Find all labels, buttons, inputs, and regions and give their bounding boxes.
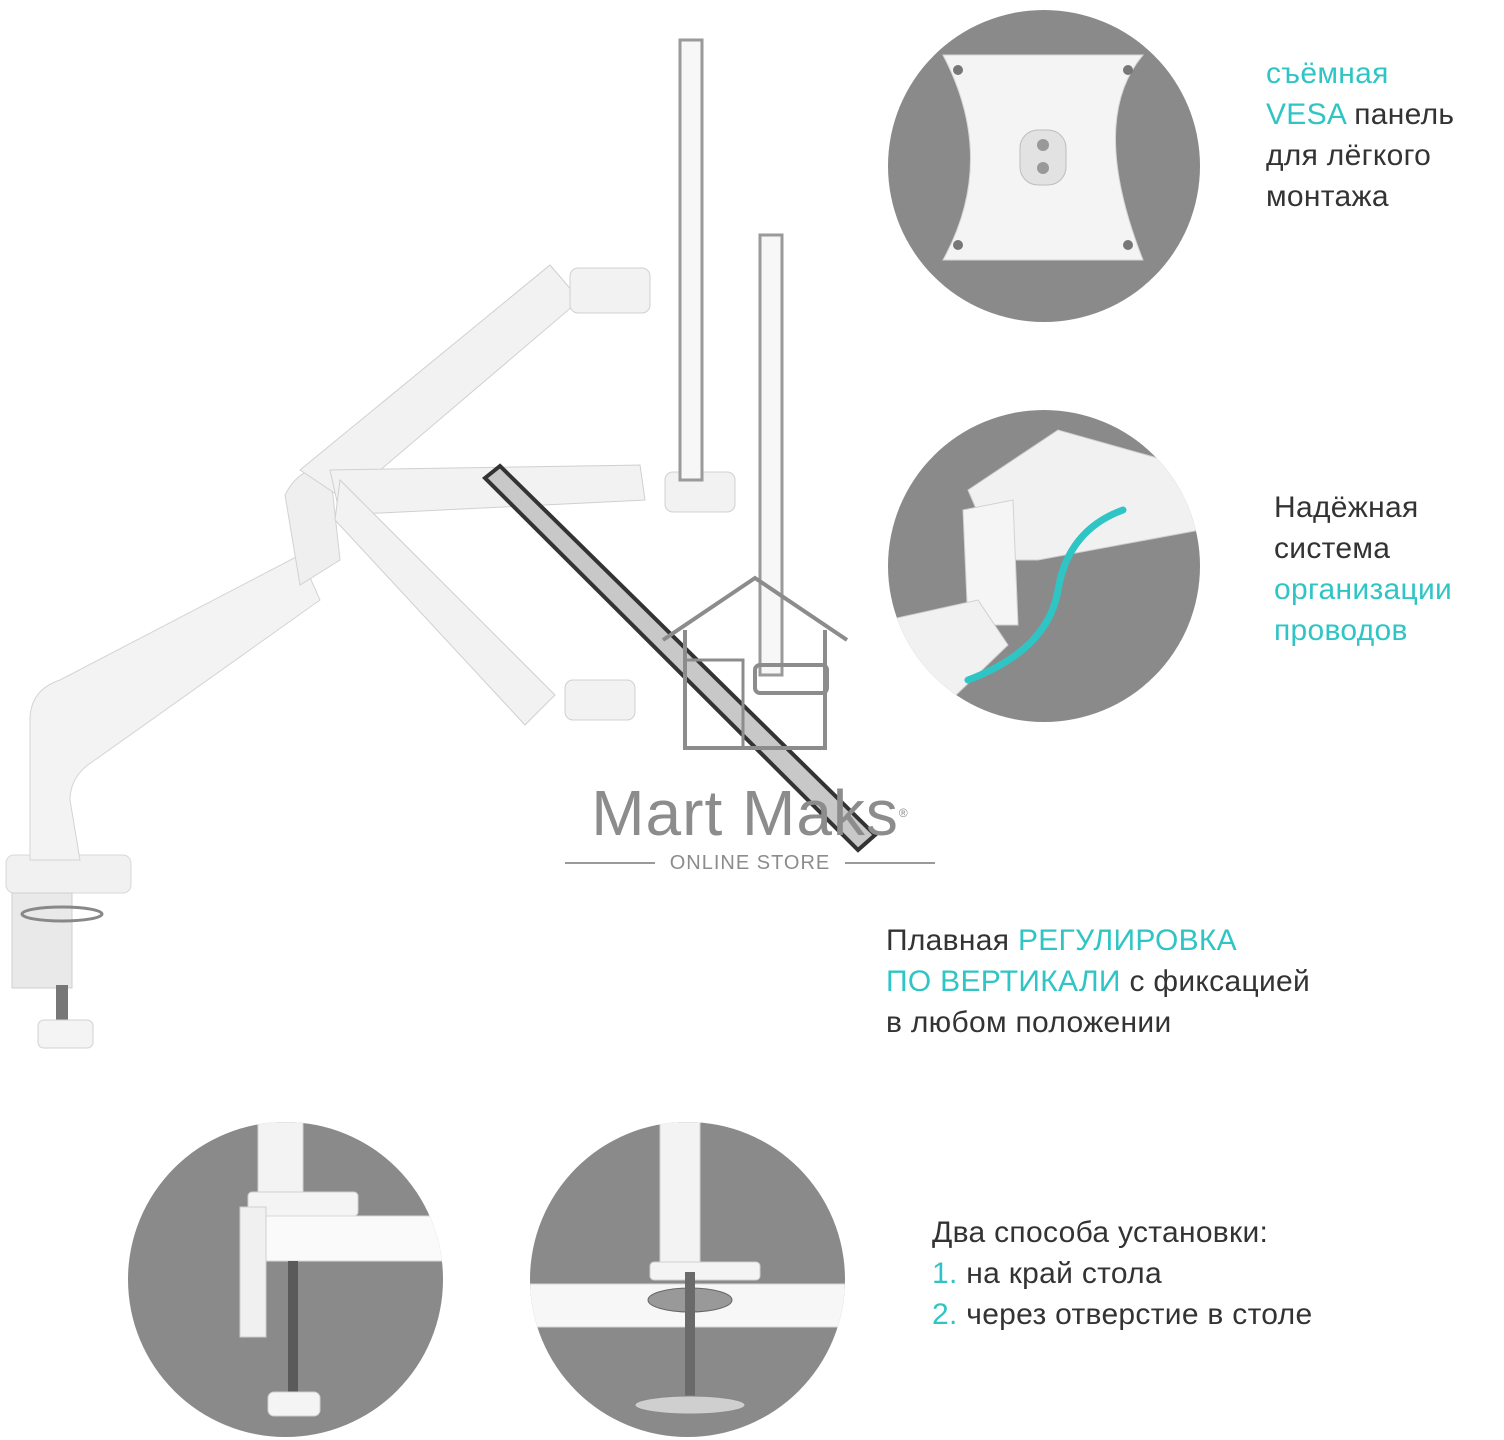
cable-arm-icon (888, 429, 1200, 722)
install-item-1: 1. на край стола (932, 1253, 1312, 1294)
vesa-caption: съёмная VESA панель для лёгкого монтажа (1266, 53, 1454, 217)
vesa-line3: для лёгкого (1266, 139, 1432, 172)
vesa-plate-icon (942, 54, 1145, 261)
monitor-arm-illustration (5, 38, 878, 1049)
install-caption: Два способа установки: 1. на край стола … (932, 1212, 1312, 1335)
cable-line3: организации (1274, 573, 1453, 606)
brand-line-left (565, 862, 655, 864)
vesa-line1: съёмная (1266, 57, 1389, 90)
grommet-install-icon (530, 1122, 845, 1415)
cable-management-image (888, 410, 1200, 722)
monitors (482, 38, 878, 853)
adjust-part1: Плавная (886, 924, 1010, 957)
adjust-caption: Плавная РЕГУЛИРОВКА ПО ВЕРТИКАЛИ с фикса… (886, 920, 1310, 1043)
edge-clamp-image (128, 1122, 443, 1437)
brand-name: Mart Maks (591, 777, 899, 849)
vesa-line2-accent: VESA (1266, 98, 1346, 131)
cable-line2: система (1274, 532, 1391, 565)
adjust-part3: ПО ВЕРТИКАЛИ (886, 965, 1121, 998)
edge-clamp-icon (239, 1122, 443, 1417)
install-item-2-num: 2. (932, 1298, 958, 1331)
cable-line4: проводов (1274, 614, 1408, 647)
watermark-house-icon (661, 575, 849, 750)
brand-line-right (845, 862, 935, 864)
adjust-part4: с фиксацией (1129, 965, 1311, 998)
adjust-part2: РЕГУЛИРОВКА (1017, 924, 1237, 957)
lower-arm (29, 467, 341, 861)
install-item-1-num: 1. (932, 1257, 958, 1290)
install-heading: Два способа установки: (932, 1216, 1269, 1249)
install-item-1-text: на край стола (966, 1257, 1162, 1290)
registered-mark: ® (898, 806, 909, 820)
grommet-install-image (530, 1122, 845, 1437)
vesa-line4: монтажа (1266, 180, 1389, 213)
upper-arms (299, 264, 736, 726)
vesa-plate-image (888, 10, 1200, 322)
install-item-2-text: через отверстие в столе (966, 1298, 1313, 1331)
adjust-part5: в любом положении (886, 1006, 1172, 1039)
desk-clamp (5, 854, 132, 1049)
brand-logo: Mart Maks® (540, 775, 960, 851)
vesa-line2-rest: панель (1354, 98, 1455, 131)
cable-line1: Надёжная (1274, 491, 1419, 524)
cable-caption: Надёжная система организации проводов (1274, 487, 1452, 651)
brand-tagline: ONLINE STORE (669, 852, 831, 874)
install-item-2: 2. через отверстие в столе (932, 1294, 1312, 1335)
